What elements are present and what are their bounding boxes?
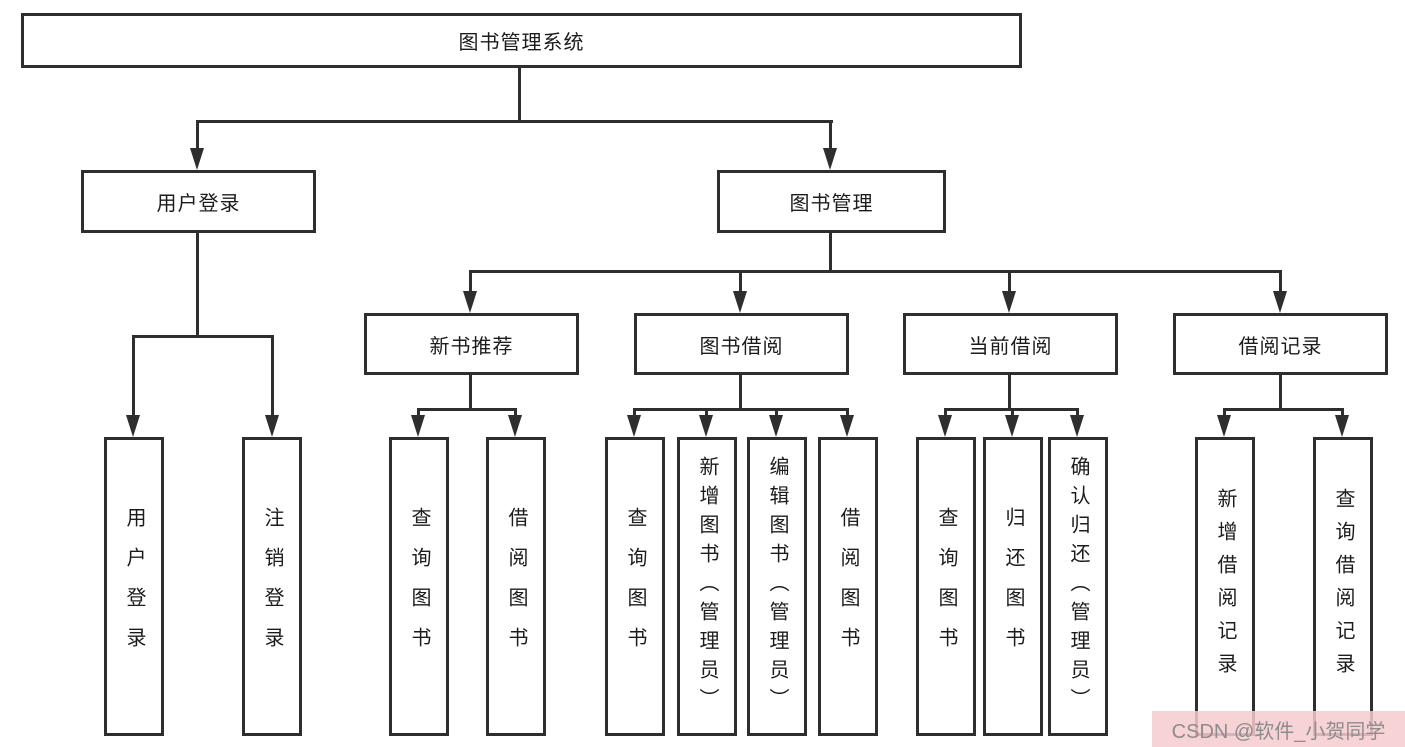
leaf-borrow-books-recommend: 借阅图书 [486,437,546,736]
connector-line [1008,270,1011,293]
arrowhead-down-icon [1070,415,1084,437]
arrowhead-down-icon [627,415,641,437]
connector-line [1008,375,1011,410]
connector-line [1076,408,1079,417]
connector-line [1341,408,1344,417]
connector-line [196,120,199,150]
leaf-label: 查询图书 [935,506,957,667]
leaf-label: 归还图书 [1002,506,1024,667]
arrowhead-down-icon [126,415,140,437]
leaf-label: 查询图书 [408,506,430,667]
connector-line [514,408,517,417]
arrowhead-down-icon [938,415,952,437]
leaf-label: 新增图书（管理员） [696,456,718,717]
leaf-return-book: 归还图书 [983,437,1043,736]
leaf-label: 确认归还（管理员） [1067,456,1089,717]
connector-line [739,375,742,410]
connector-line [1223,408,1226,417]
node-borrowing-records: 借阅记录 [1173,313,1388,375]
leaf-user-login: 用户登录 [104,437,164,736]
csdn-watermark: CSDN @软件_小贺同学 [1152,711,1405,747]
node-user-login: 用户登录 [81,170,316,233]
connector-line [775,408,778,417]
leaf-edit-book-admin: 编辑图书（管理员） [747,437,807,736]
node-label: 图书管理 [789,193,874,215]
arrowhead-down-icon [508,415,522,437]
connector-line [469,270,472,293]
connector-line [1279,270,1282,293]
arrowhead-down-icon [1005,415,1019,437]
connector-line [846,408,849,417]
connector-line [470,270,1282,273]
leaf-add-book-admin: 新增图书（管理员） [677,437,737,736]
arrowhead-down-icon [1335,415,1349,437]
leaf-borrow-books-borrowing: 借阅图书 [818,437,878,736]
arrowhead-down-icon [265,415,279,437]
node-new-book-recommend: 新书推荐 [364,313,579,375]
arrowhead-down-icon [190,148,204,170]
arrowhead-down-icon [769,415,783,437]
connector-line [518,68,521,122]
arrowhead-down-icon [733,291,747,313]
watermark-text: CSDN @软件_小贺同学 [1171,720,1386,743]
connector-line [739,270,742,293]
node-label: 借阅记录 [1238,335,1323,358]
connector-line [271,335,274,417]
connector-line [705,408,708,417]
node-label: 图书管理系统 [458,32,585,54]
connector-line [196,233,199,337]
connector-line [633,408,636,417]
connector-line [469,375,472,410]
leaf-query-books-borrowing: 查询图书 [605,437,665,736]
arrowhead-down-icon [840,415,854,437]
leaf-label: 新增借阅记录 [1214,487,1236,686]
node-current-borrowing: 当前借阅 [903,313,1118,375]
leaf-label: 注销登录 [261,506,283,667]
connector-line [133,335,274,338]
leaf-label: 借阅图书 [837,506,859,667]
leaf-label: 查询借阅记录 [1332,487,1354,686]
leaf-logout: 注销登录 [242,437,302,736]
connector-line [829,233,832,273]
arrowhead-down-icon [463,291,477,313]
node-label: 图书借阅 [699,335,784,358]
leaf-confirm-return-admin: 确认归还（管理员） [1048,437,1108,736]
leaf-label: 借阅图书 [505,506,527,667]
connector-line [417,408,420,417]
leaf-label: 编辑图书（管理员） [766,456,788,717]
node-label: 当前借阅 [968,335,1053,358]
connector-line [829,120,832,150]
connector-line [197,120,833,123]
arrowhead-down-icon [699,415,713,437]
node-root-library-system: 图书管理系统 [21,13,1022,68]
leaf-label: 查询图书 [624,506,646,667]
connector-line [132,335,135,417]
leaf-query-books-current: 查询图书 [916,437,976,736]
node-book-borrowing: 图书借阅 [634,313,849,375]
arrowhead-down-icon [411,415,425,437]
connector-line [634,408,849,411]
node-label: 新书推荐 [429,335,514,358]
connector-line [944,408,947,417]
leaf-label: 用户登录 [123,506,145,667]
leaf-add-borrow-record: 新增借阅记录 [1195,437,1255,736]
leaf-query-borrow-record: 查询借阅记录 [1313,437,1373,736]
node-label: 用户登录 [156,193,241,215]
connector-line [1011,408,1014,417]
connector-line [1224,408,1343,411]
arrowhead-down-icon [1002,291,1016,313]
arrowhead-down-icon [823,148,837,170]
node-book-management: 图书管理 [717,170,946,233]
arrowhead-down-icon [1217,415,1231,437]
connector-line [1279,375,1282,410]
connector-line [418,408,517,411]
leaf-query-books-recommend: 查询图书 [389,437,449,736]
arrowhead-down-icon [1273,291,1287,313]
